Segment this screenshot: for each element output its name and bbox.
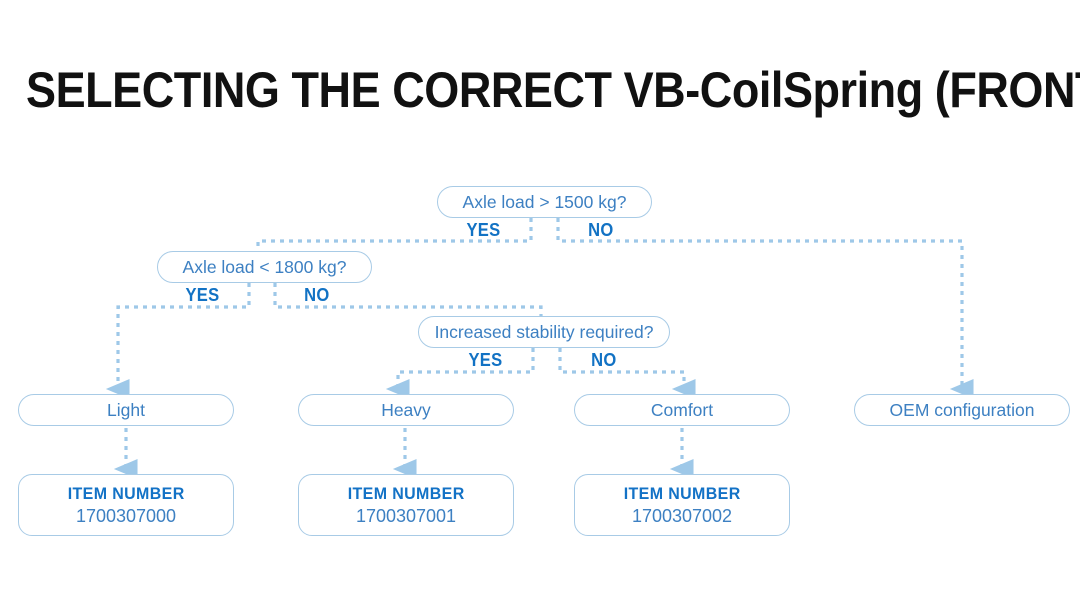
wire-d3-no xyxy=(558,348,696,399)
result-node-light[interactable]: Light xyxy=(18,394,234,426)
item-number-title: ITEM NUMBER xyxy=(347,483,465,503)
item-number-title: ITEM NUMBER xyxy=(67,483,185,503)
item-number-value: 1700307002 xyxy=(631,505,733,526)
decision-label: Axle load < 1800 kg? xyxy=(182,256,347,277)
branch-label-d1-yes: YES xyxy=(466,220,501,240)
branch-label-d2-no: NO xyxy=(304,285,330,305)
branch-label-d1-no: NO xyxy=(588,220,614,240)
item-number-title: ITEM NUMBER xyxy=(623,483,741,503)
result-label: Comfort xyxy=(650,399,714,420)
page-title: SELECTING THE CORRECT VB-CoilSpring (FRO… xyxy=(26,62,1080,118)
wire-d1-yes xyxy=(256,218,533,252)
result-node-comfort[interactable]: Comfort xyxy=(574,394,790,426)
item-number-node-1[interactable]: ITEM NUMBER 1700307000 xyxy=(18,474,234,536)
item-number-node-3[interactable]: ITEM NUMBER 1700307002 xyxy=(574,474,790,536)
decision-node-axle-load-1500[interactable]: Axle load > 1500 kg? xyxy=(437,186,652,218)
branch-label-d2-yes: YES xyxy=(185,285,220,305)
wire-d2-no xyxy=(273,283,543,317)
wire-d1-no xyxy=(556,218,974,399)
item-number-value: 1700307000 xyxy=(75,505,177,526)
result-node-oem-configuration[interactable]: OEM configuration xyxy=(854,394,1070,426)
result-node-heavy[interactable]: Heavy xyxy=(298,394,514,426)
branch-label-d3-yes: YES xyxy=(468,350,503,370)
decision-node-increased-stability[interactable]: Increased stability required? xyxy=(418,316,670,348)
wire-d3-yes xyxy=(385,348,535,399)
item-number-node-2[interactable]: ITEM NUMBER 1700307001 xyxy=(298,474,514,536)
wire-d2-yes xyxy=(105,283,251,399)
result-label: OEM configuration xyxy=(889,399,1035,420)
branch-label-d3-no: NO xyxy=(591,350,617,370)
result-label: Heavy xyxy=(381,399,431,420)
decision-node-axle-load-1800[interactable]: Axle load < 1800 kg? xyxy=(157,251,372,283)
item-number-value: 1700307001 xyxy=(355,505,457,526)
decision-label: Axle load > 1500 kg? xyxy=(462,191,627,212)
result-label: Light xyxy=(107,399,145,420)
decision-label: Increased stability required? xyxy=(434,321,654,342)
